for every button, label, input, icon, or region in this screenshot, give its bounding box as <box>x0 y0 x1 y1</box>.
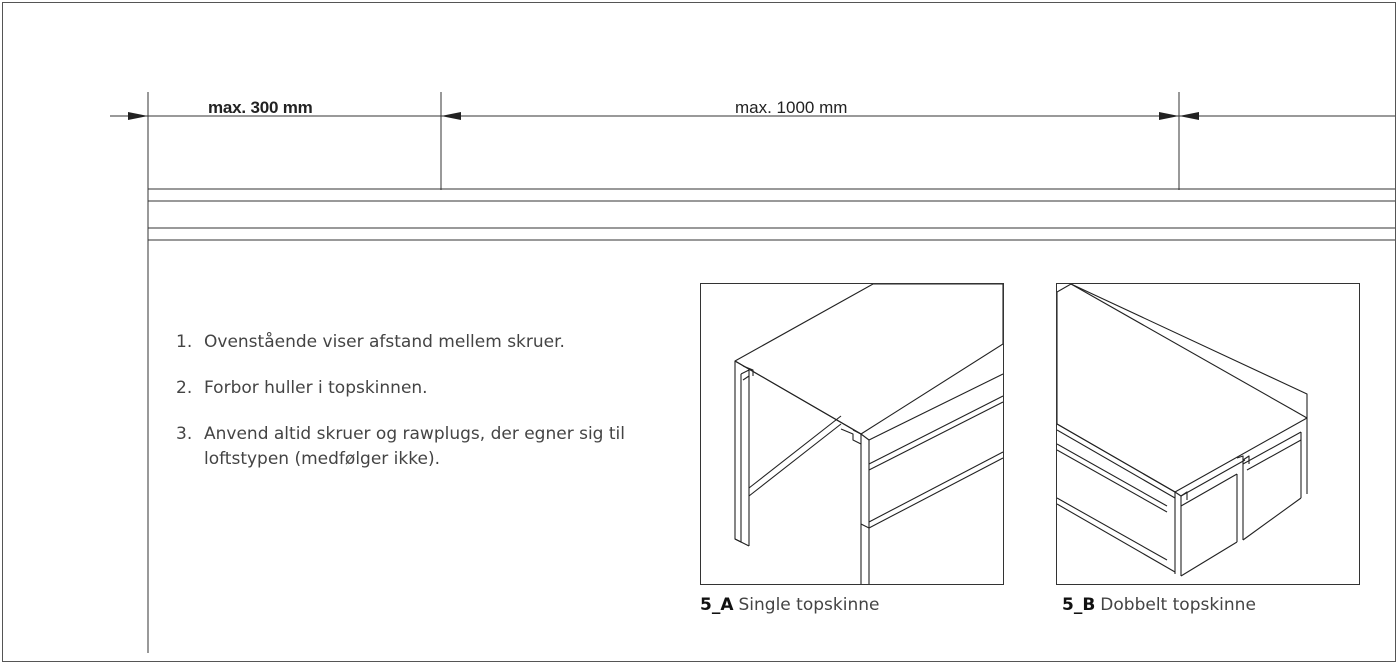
instruction-number: 1. <box>176 332 193 352</box>
instruction-text: Ovenstående viser afstand mellem skruer. <box>204 332 565 352</box>
figure-code: 5_A <box>700 595 734 615</box>
instruction-item: 1. Ovenstående viser afstand mellem skru… <box>176 330 646 355</box>
figure-single-rail <box>700 283 1004 603</box>
instruction-item: 3. Anvend altid skruer og rawplugs, der … <box>176 422 646 472</box>
instruction-number: 3. <box>176 424 193 444</box>
arrow-left-outer <box>128 112 148 120</box>
figure-label: Dobbelt topskinne <box>1100 595 1256 615</box>
figure-code: 5_B <box>1062 595 1096 615</box>
figure-double-rail <box>1056 283 1360 585</box>
single-top-rail-profile-icon <box>734 283 1004 603</box>
instruction-text: Forbor huller i topskinnen. <box>204 378 428 398</box>
figure-label: Single topskinne <box>738 595 880 615</box>
arrow-right-out <box>1179 112 1199 120</box>
instruction-list: 1. Ovenstående viser afstand mellem skru… <box>176 330 646 493</box>
dimension-label-300: max. 300 mm <box>208 98 313 117</box>
double-top-rail-profile-icon <box>1056 283 1308 577</box>
arrow-middle <box>441 112 461 120</box>
instruction-number: 2. <box>176 378 193 398</box>
instruction-text: Anvend altid skruer og rawplugs, der egn… <box>204 424 625 469</box>
instruction-item: 2. Forbor huller i topskinnen. <box>176 376 646 401</box>
arrow-right-in <box>1159 112 1179 120</box>
dimension-label-1000: max. 1000 mm <box>735 98 848 117</box>
